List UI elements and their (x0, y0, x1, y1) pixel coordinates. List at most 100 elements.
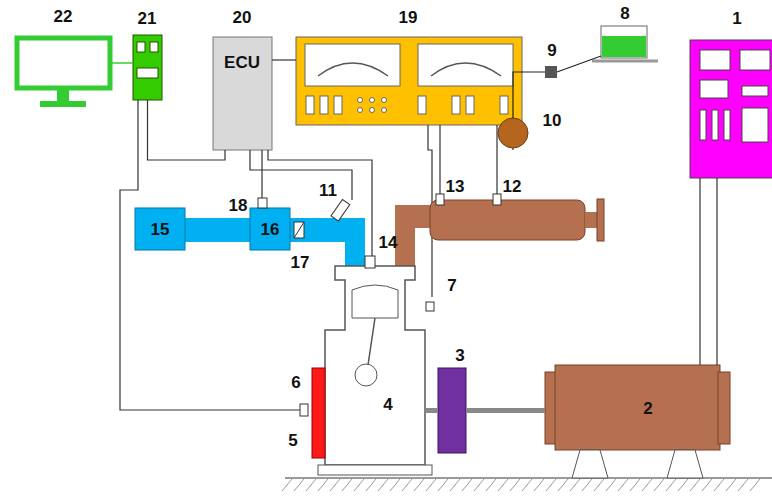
ground-hatch (450, 479, 460, 491)
sensor (300, 404, 308, 416)
sensor (436, 194, 444, 205)
connector-line (716, 178, 717, 365)
callout-number: 17 (291, 254, 310, 271)
component-text: 15 (151, 221, 170, 238)
connector-line (425, 408, 438, 413)
fuel-system (498, 26, 658, 148)
callout-number: 18 (229, 197, 248, 214)
gauge-arc (318, 63, 388, 76)
throttle-plate (294, 222, 304, 238)
sensor (426, 302, 434, 311)
ground-hatch (426, 479, 436, 491)
dot (382, 108, 387, 113)
injector (331, 200, 350, 222)
dyno-body (555, 365, 720, 450)
cabinet-slot (712, 110, 718, 140)
callout-number: 11 (319, 182, 337, 199)
dynamometer (438, 365, 730, 478)
knob (466, 96, 474, 114)
acquisition-box (133, 35, 162, 100)
ground-hatch (354, 479, 364, 491)
knob (500, 96, 508, 114)
ground-hatch (474, 479, 484, 491)
component-box: 22 (15, 36, 112, 90)
ground-hatch (618, 479, 628, 491)
ground-hatch (630, 479, 640, 491)
wire (512, 148, 513, 150)
ground-hatch (690, 479, 700, 491)
ground-hatch (318, 479, 328, 491)
gauge (418, 44, 513, 86)
callout-number: 10 (543, 112, 562, 129)
component-box: 16 (250, 208, 290, 250)
callout-number: 6 (291, 374, 300, 391)
knob (334, 96, 342, 114)
wire (250, 150, 352, 200)
engine-block (325, 266, 425, 465)
engine (300, 256, 434, 475)
cabinet-slot (724, 110, 730, 140)
ground-hatch (642, 479, 652, 491)
throttle (294, 222, 304, 238)
fuel-line (513, 72, 545, 118)
intake-pipe (185, 218, 255, 242)
dot (370, 108, 375, 113)
ground-hatch (306, 479, 316, 491)
wire (120, 100, 300, 410)
callout-number: 13 (446, 178, 465, 195)
intake (135, 198, 365, 266)
dyno-flange (718, 372, 730, 444)
ground-hatch (534, 479, 544, 491)
gauge-arc (431, 63, 501, 76)
ground-hatch (726, 479, 736, 491)
dot (358, 108, 363, 113)
acquisition-window (150, 42, 158, 52)
knob (418, 96, 426, 114)
cabinet-panel (700, 80, 728, 98)
sensor (258, 198, 267, 208)
coupling (438, 368, 466, 453)
spark-plug (365, 256, 375, 268)
callout-number: 21 (138, 10, 157, 27)
dot (382, 98, 387, 103)
monitor-screen (17, 38, 110, 88)
ground-hatch (342, 479, 352, 491)
component-box: 19 (296, 37, 522, 125)
component-box: 4 (325, 265, 425, 465)
ground-hatch (438, 479, 448, 491)
ground-hatch (606, 479, 616, 491)
ground-hatch (378, 479, 388, 491)
callout-number: 9 (547, 42, 556, 59)
cabinet-slot (700, 110, 706, 140)
component-text: 2 (643, 400, 652, 417)
callout-number: 20 (233, 9, 252, 26)
component-box: 15 (135, 208, 185, 250)
dyno-foot (667, 450, 703, 478)
air-flow-meter (250, 208, 290, 250)
callout-number: 8 (620, 5, 629, 22)
fuel-meter (545, 66, 557, 78)
analyzer-box (296, 37, 522, 125)
monitor-base (40, 101, 86, 107)
ground-hatch (498, 479, 508, 491)
cabinet-box (690, 40, 772, 178)
exhaust-pipe (395, 205, 432, 266)
ground-hatch (594, 479, 604, 491)
callout-number: 7 (447, 277, 456, 294)
air-filter (135, 208, 185, 250)
knob (306, 96, 314, 114)
ground-hatch (678, 479, 688, 491)
connector-line (466, 408, 545, 413)
connector-line (148, 100, 226, 160)
gauge (305, 44, 400, 86)
ground-hatch (702, 479, 712, 491)
dot (370, 98, 375, 103)
sensor (493, 194, 501, 205)
component-text: 16 (261, 221, 280, 238)
wire (272, 59, 296, 60)
ground-hatch (402, 479, 412, 491)
wire (496, 125, 497, 195)
ground-hatch (582, 479, 592, 491)
